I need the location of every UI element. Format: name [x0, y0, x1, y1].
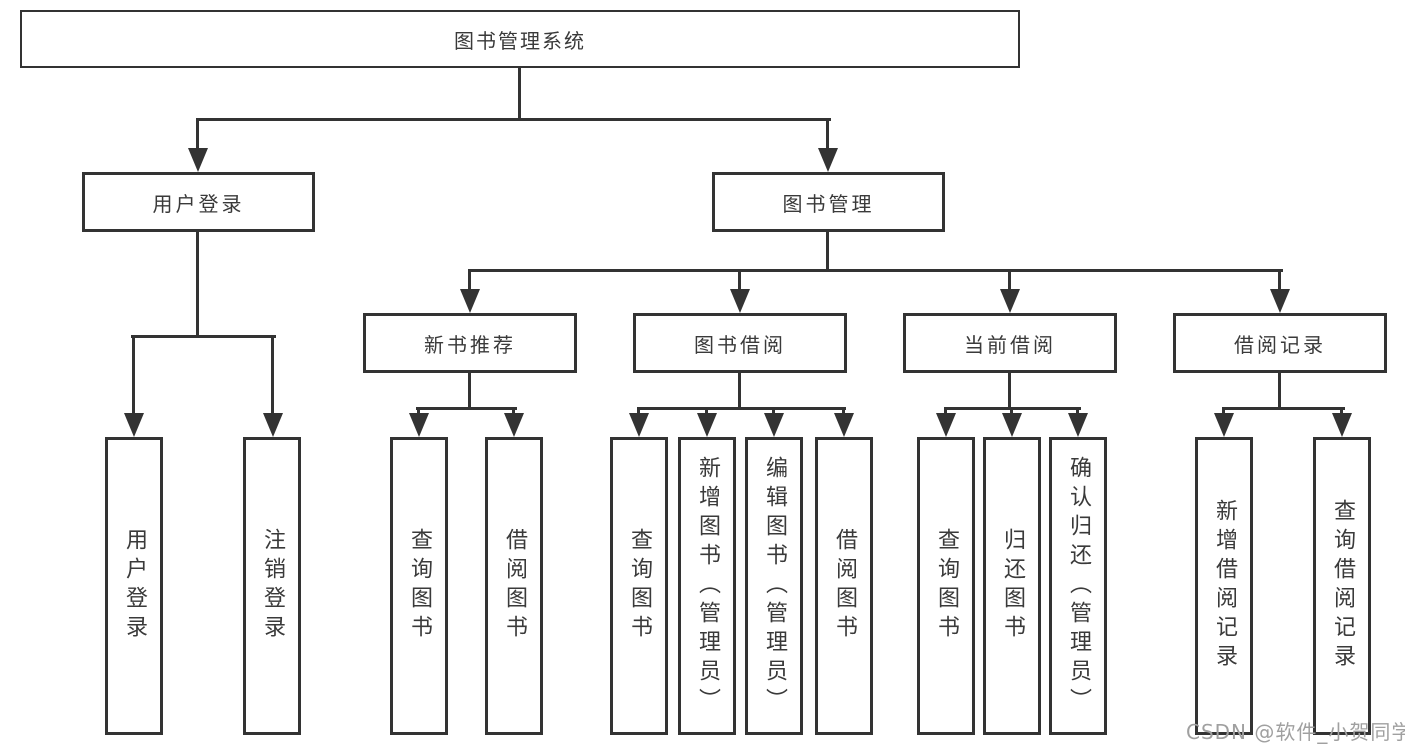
arrow-down-icon	[1068, 413, 1088, 437]
connector-line	[944, 407, 947, 416]
connector-line	[518, 68, 521, 120]
node-label: 用户登录	[152, 191, 245, 216]
arrow-down-icon	[818, 148, 838, 172]
watermark: CSDN @软件_小贺同学	[1186, 720, 1405, 744]
leaf-add-borrow-record: 新增借阅记录	[1195, 437, 1253, 735]
node-book-borrowing: 图书借阅	[633, 313, 847, 373]
leaf-label: 注销登录	[260, 528, 285, 644]
leaf-query-borrow-record: 查询借阅记录	[1313, 437, 1371, 735]
node-current-borrowing: 当前借阅	[903, 313, 1117, 373]
node-label: 当前借阅	[964, 332, 1056, 357]
connector-line	[1008, 373, 1011, 409]
connector-line	[416, 407, 517, 410]
connector-line	[468, 269, 471, 291]
leaf-label: 查询图书	[407, 528, 432, 644]
arrow-down-icon	[263, 413, 283, 437]
leaf-query-books-recommend: 查询图书	[390, 437, 448, 735]
leaf-query-books-current: 查询图书	[917, 437, 975, 735]
leaf-borrow-books-recommend: 借阅图书	[485, 437, 543, 735]
connector-line	[468, 373, 471, 409]
arrow-down-icon	[1002, 413, 1022, 437]
arrow-down-icon	[936, 413, 956, 437]
arrow-down-icon	[409, 413, 429, 437]
arrow-down-icon	[697, 413, 717, 437]
connector-line	[705, 407, 708, 416]
leaf-return-books: 归还图书	[983, 437, 1041, 735]
arrow-down-icon	[834, 413, 854, 437]
node-label: 新书推荐	[424, 332, 516, 357]
connector-line	[738, 373, 741, 409]
connector-line	[271, 335, 274, 415]
leaf-label: 确认归还（管理员）	[1066, 455, 1091, 717]
leaf-label: 查询图书	[934, 528, 959, 644]
leaf-label: 查询图书	[627, 528, 652, 644]
leaf-label: 新增图书（管理员）	[695, 455, 720, 717]
leaf-label: 新增借阅记录	[1212, 499, 1237, 673]
connector-line	[1278, 373, 1281, 409]
connector-line	[738, 269, 741, 291]
arrow-down-icon	[629, 413, 649, 437]
leaf-edit-book-admin: 编辑图书（管理员）	[745, 437, 803, 735]
connector-line	[1222, 407, 1225, 416]
connector-line	[196, 118, 199, 150]
arrow-down-icon	[460, 289, 480, 313]
leaf-logout: 注销登录	[243, 437, 301, 735]
connector-line	[842, 407, 845, 416]
connector-line	[637, 407, 846, 410]
node-new-book-recommendation: 新书推荐	[363, 313, 577, 373]
node-label: 图书管理系统	[454, 28, 586, 53]
arrow-down-icon	[1000, 289, 1020, 313]
leaf-user-login: 用户登录	[105, 437, 163, 735]
node-library-management-system: 图书管理系统	[20, 10, 1020, 68]
node-borrowing-records: 借阅记录	[1173, 313, 1387, 373]
leaf-label: 编辑图书（管理员）	[762, 455, 787, 717]
connector-line	[417, 407, 420, 416]
leaf-label: 借阅图书	[832, 528, 857, 644]
leaf-label: 查询借阅记录	[1330, 499, 1355, 673]
connector-line	[512, 407, 515, 416]
arrow-down-icon	[504, 413, 524, 437]
leaf-label: 借阅图书	[502, 528, 527, 644]
connector-line	[1340, 407, 1343, 416]
arrow-down-icon	[1214, 413, 1234, 437]
node-label: 借阅记录	[1234, 332, 1326, 357]
arrow-down-icon	[730, 289, 750, 313]
arrow-down-icon	[764, 413, 784, 437]
connector-line	[772, 407, 775, 416]
node-book-management: 图书管理	[712, 172, 945, 232]
leaf-borrow-books-borrowing: 借阅图书	[815, 437, 873, 735]
connector-line	[132, 335, 135, 415]
arrow-down-icon	[1332, 413, 1352, 437]
arrow-down-icon	[1270, 289, 1290, 313]
leaf-add-book-admin: 新增图书（管理员）	[678, 437, 736, 735]
leaf-label: 用户登录	[122, 528, 147, 644]
connector-line	[196, 118, 831, 121]
arrow-down-icon	[188, 148, 208, 172]
connector-line	[826, 118, 829, 150]
leaf-confirm-return-admin: 确认归还（管理员）	[1049, 437, 1107, 735]
connector-line	[1278, 269, 1281, 291]
connector-line	[637, 407, 640, 416]
connector-line	[1010, 407, 1013, 416]
connector-line	[468, 269, 1283, 272]
leaf-label: 归还图书	[1000, 528, 1025, 644]
connector-line	[1222, 407, 1345, 410]
connector-line	[1008, 269, 1011, 291]
connector-line	[826, 232, 829, 271]
node-user-login: 用户登录	[82, 172, 315, 232]
connector-line	[131, 335, 276, 338]
node-label: 图书管理	[782, 191, 875, 216]
node-label: 图书借阅	[694, 332, 786, 357]
connector-line	[196, 232, 199, 337]
arrow-down-icon	[124, 413, 144, 437]
connector-line	[1076, 407, 1079, 416]
leaf-query-books-borrowing: 查询图书	[610, 437, 668, 735]
